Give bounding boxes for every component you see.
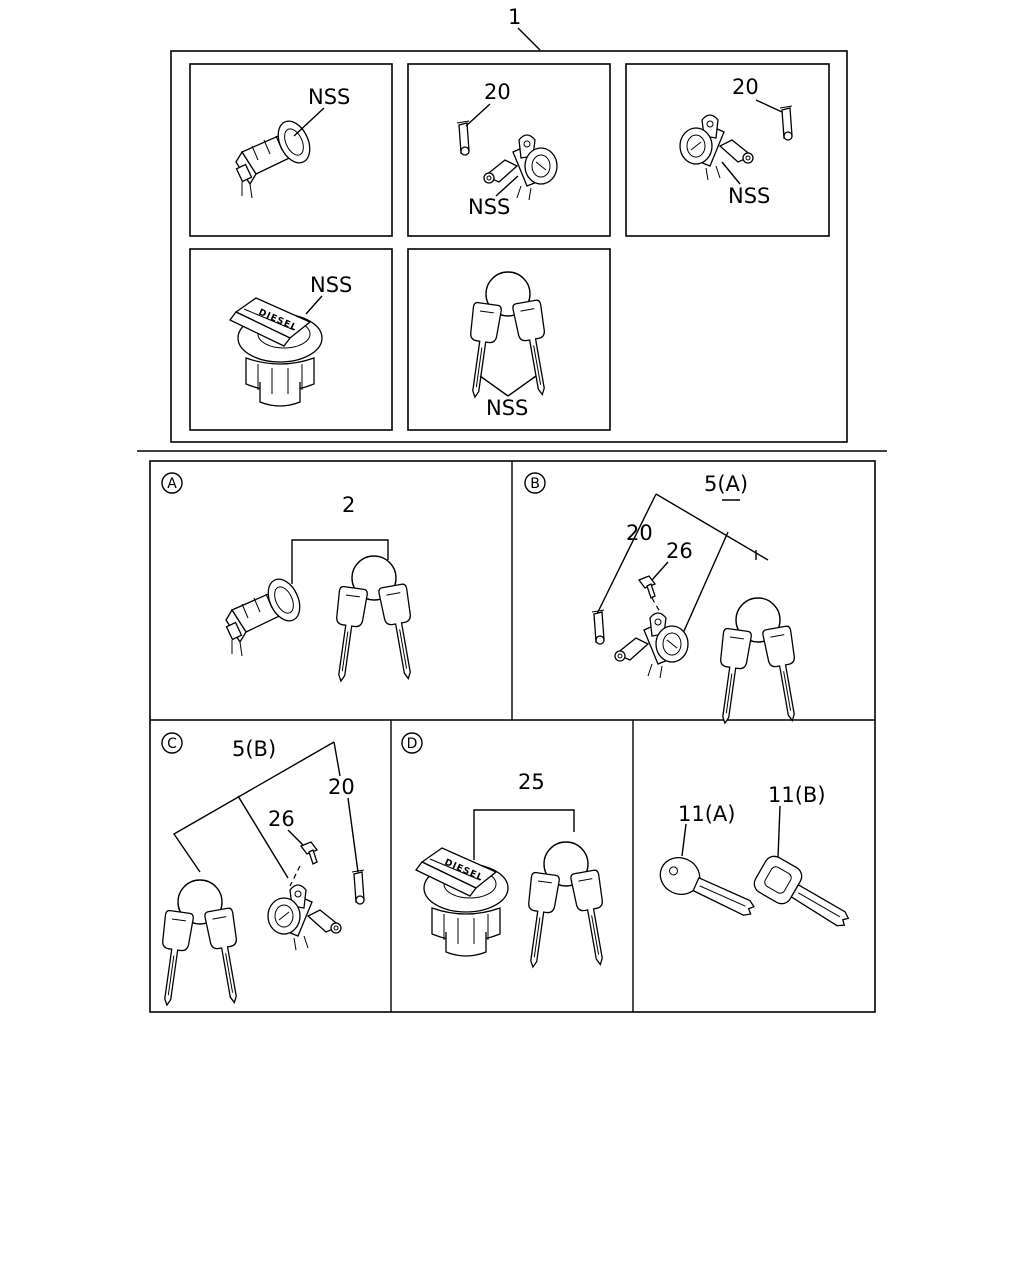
nss-label: NSS bbox=[308, 85, 350, 109]
kit-panel-door-lock-right bbox=[625, 63, 830, 237]
key-set-part bbox=[153, 880, 248, 1007]
callout-b: B bbox=[524, 472, 546, 494]
key-11a-part bbox=[659, 857, 755, 916]
nss-label: NSS bbox=[468, 195, 510, 219]
svg-text:D: D bbox=[407, 736, 418, 752]
nss-label: NSS bbox=[728, 184, 770, 208]
item-5a-label: 5(A) bbox=[704, 472, 748, 496]
top-part-number: 1 bbox=[508, 5, 521, 29]
callout-a: A bbox=[161, 472, 183, 494]
key-11b-part bbox=[753, 855, 850, 927]
kit-panel-fuel-cap bbox=[189, 248, 393, 431]
item-5b-label: 5(B) bbox=[232, 737, 276, 761]
clip-number-label: 20 bbox=[732, 75, 759, 99]
item-2-label: 2 bbox=[342, 493, 355, 517]
bolt-part bbox=[300, 841, 318, 865]
clip-number-label: 20 bbox=[484, 80, 511, 104]
clip-part bbox=[351, 869, 365, 905]
bolt-number-label: 26 bbox=[666, 539, 693, 563]
kit-panel-door-lock-left bbox=[407, 63, 611, 237]
key-set-part bbox=[461, 272, 556, 399]
callout-c: C bbox=[161, 732, 183, 754]
svg-text:B: B bbox=[530, 476, 540, 492]
svg-text:C: C bbox=[167, 736, 177, 752]
ignition-lock-part bbox=[225, 573, 307, 657]
door-lock-part bbox=[614, 612, 689, 679]
svg-text:A: A bbox=[167, 476, 177, 492]
clip-part bbox=[591, 609, 605, 645]
bolt-number-label: 26 bbox=[268, 807, 295, 831]
callout-d: D bbox=[401, 732, 423, 754]
item-11b-label: 11(B) bbox=[768, 783, 826, 807]
ignition-lock-part bbox=[235, 115, 317, 199]
key-set-part bbox=[327, 556, 422, 683]
clip-number-label: 20 bbox=[626, 521, 653, 545]
clip-number-label: 20 bbox=[328, 775, 355, 799]
kit-panel-key-set bbox=[407, 248, 611, 431]
kit-frame bbox=[170, 50, 848, 443]
clip-part bbox=[779, 105, 793, 141]
door-lock-part-mirrored bbox=[267, 884, 342, 951]
key-set-part bbox=[519, 842, 614, 969]
key-set-part bbox=[711, 598, 806, 725]
kit-panel-ignition bbox=[189, 63, 393, 237]
clip-part bbox=[456, 120, 470, 156]
item-11a-label: 11(A) bbox=[678, 802, 735, 826]
nss-label: NSS bbox=[310, 273, 352, 297]
door-lock-part bbox=[483, 134, 558, 201]
nss-label: NSS bbox=[486, 396, 528, 420]
door-lock-part-mirrored bbox=[679, 114, 754, 181]
item-25-label: 25 bbox=[518, 770, 545, 794]
